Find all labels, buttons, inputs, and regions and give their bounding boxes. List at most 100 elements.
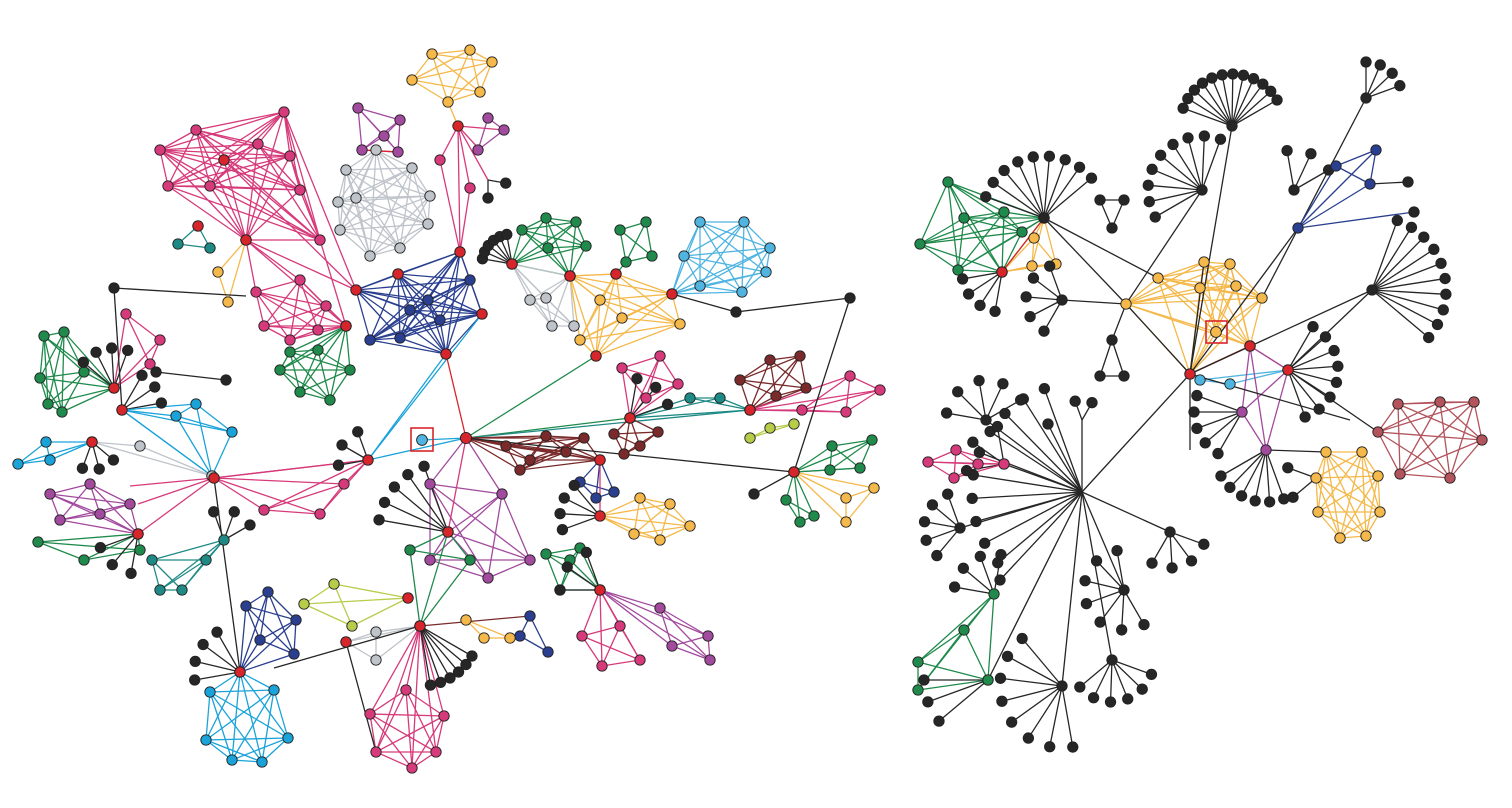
edge-orange-935 (1377, 475, 1381, 513)
edge-green-359 (39, 377, 115, 389)
node-black-137 (106, 342, 118, 354)
node-black-554 (1094, 616, 1106, 628)
node-black-505 (1038, 382, 1051, 395)
edge-black-1044 (925, 527, 961, 541)
edge-lightblue-344 (683, 221, 745, 257)
edge-black-1004 (962, 271, 1003, 280)
edge-purple-748 (659, 607, 673, 647)
node-black-435 (1191, 422, 1203, 435)
edge-navy-173 (469, 279, 483, 315)
edge-black-540 (419, 625, 451, 679)
edge-magenta-379 (113, 339, 161, 389)
edge-navy-167 (439, 251, 461, 321)
edge-purple-821 (1241, 411, 1267, 451)
edge-gray-546 (345, 641, 377, 661)
edge-black-950 (1265, 449, 1327, 453)
edge-magenta-438 (129, 477, 215, 487)
edge-magenta-431 (263, 483, 345, 511)
edge-magenta-14 (283, 111, 321, 241)
node-black-317 (748, 488, 760, 500)
edge-green-699 (831, 439, 873, 447)
node-green-307 (854, 462, 866, 474)
node-green-310 (808, 510, 820, 522)
edge-magenta-35 (257, 143, 321, 241)
edge-gray-69 (337, 167, 413, 203)
node-purple-21 (352, 102, 364, 114)
node-green-129 (56, 406, 68, 418)
node-magenta-164 (338, 478, 350, 490)
edge-gray-66 (337, 201, 401, 249)
edge-green-963 (947, 181, 1005, 213)
node-purple-173 (94, 508, 106, 520)
edge-navy-477 (239, 591, 269, 673)
edge-magenta-12 (257, 111, 285, 145)
edge-magenta-209 (263, 305, 327, 327)
edge-black-828 (1189, 227, 1299, 375)
edge-orange-301 (615, 273, 681, 325)
edge-gray-545 (375, 625, 421, 633)
node-magenta-527 (948, 472, 960, 484)
node-rose-445 (1394, 468, 1406, 480)
edge-orange-716 (845, 487, 875, 523)
node-teal-282 (684, 392, 696, 404)
edge-orange-118 (447, 49, 471, 103)
edge-purple-442 (59, 519, 139, 535)
edge-sky-505 (205, 689, 275, 741)
edge-black-515 (216, 631, 241, 673)
edge-green-964 (947, 181, 1023, 233)
edge-purple-742 (599, 589, 661, 609)
node-hub-302 (624, 412, 636, 424)
node-green-78 (580, 240, 592, 252)
edge-green-236 (289, 351, 351, 371)
edge-sky-397 (175, 415, 213, 477)
edge-green-961 (919, 181, 949, 245)
node-black-510 (994, 574, 1006, 586)
node-black-552 (1079, 575, 1091, 587)
node-hub-182 (208, 472, 220, 484)
edge-navy-163 (369, 251, 461, 341)
node-black-343 (561, 561, 573, 573)
edge-gray-272 (511, 263, 531, 301)
edge-green-455 (83, 533, 139, 561)
node-green-238 (404, 544, 416, 556)
edge-black-861 (1293, 153, 1312, 191)
edge-orange-314 (599, 299, 681, 325)
node-gray-19 (370, 144, 382, 156)
edge-black-855 (1160, 154, 1203, 191)
node-magenta-213 (406, 762, 418, 774)
edge-black-858 (1201, 136, 1206, 191)
node-lime-229 (328, 578, 340, 590)
edge-magenta-51 (245, 155, 291, 241)
edge-black-1102 (962, 567, 995, 595)
node-black-417 (1431, 318, 1444, 331)
edge-magenta-29 (159, 149, 321, 241)
node-hub-575 (1282, 364, 1294, 376)
node-black-386 (1394, 80, 1406, 92)
node-orange-266 (664, 498, 676, 510)
node-navy-45 (394, 332, 406, 344)
edge-black-1011 (1099, 339, 1113, 377)
node-green-564 (912, 684, 924, 696)
edge-magenta-427 (213, 477, 265, 511)
edge-black-998 (1043, 159, 1066, 219)
node-black-499 (966, 492, 978, 505)
edge-navy-143 (355, 289, 483, 315)
edge-brown-595 (505, 435, 547, 447)
edge-black-873 (1371, 227, 1413, 291)
edge-magenta-34 (257, 143, 301, 191)
edge-black-900 (1196, 394, 1243, 413)
edge-purple-823 (1265, 369, 1289, 451)
edge-teal-420 (465, 409, 751, 439)
node-green-457 (942, 176, 954, 188)
node-navy-197 (254, 634, 266, 646)
edge-black-1045 (924, 521, 961, 529)
edge-navy-478 (239, 619, 297, 673)
node-black-557 (1198, 538, 1210, 550)
edge-orange-711 (793, 471, 847, 499)
node-black-410 (1405, 221, 1418, 234)
edge-lightblue-348 (683, 247, 771, 257)
node-lightblue-108 (764, 242, 776, 254)
node-magenta-528 (972, 458, 984, 470)
edge-magenta-740 (581, 635, 641, 661)
node-black-221 (434, 676, 447, 689)
